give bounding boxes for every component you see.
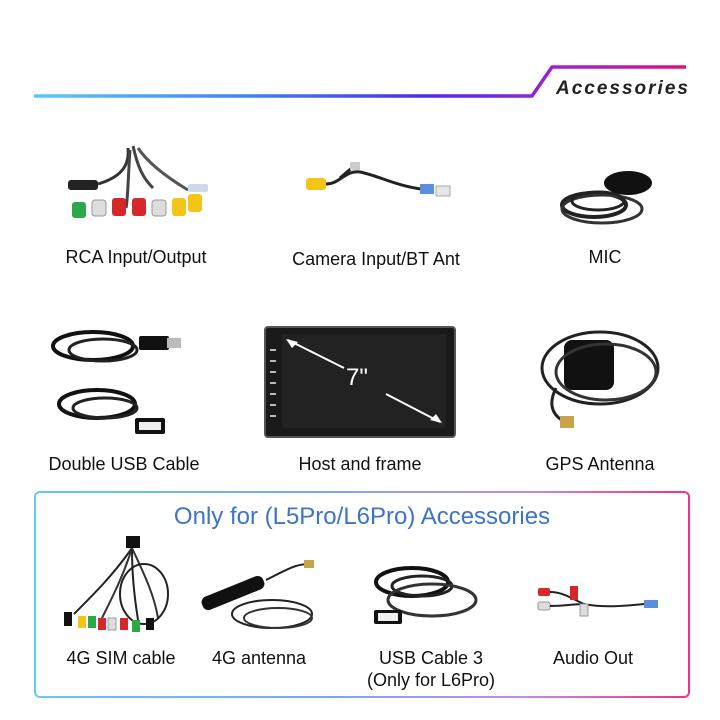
screen-size-label: 7": [346, 364, 368, 391]
host-label: Host and frame: [298, 454, 422, 474]
audio-out-label: Audio Out: [552, 648, 634, 668]
host-device-image: 7": [264, 326, 456, 438]
double-usb-label: Double USB Cable: [48, 454, 200, 474]
usb-cable-3-label: USB Cable 3: [378, 648, 484, 668]
host-side-buttons: [270, 340, 276, 420]
header-decoration: [34, 65, 686, 98]
double-usb-cable-image: [51, 330, 181, 434]
mic-image: [560, 171, 652, 225]
audio-out-cable-image: [537, 586, 658, 617]
section-title: Only for (L5Pro/L6Pro) Accessories: [173, 503, 551, 530]
camera-label: Camera Input/BT Ant: [292, 249, 460, 269]
gps-label: GPS Antenna: [545, 454, 655, 474]
l5pro-l6pro-accessories-box: [34, 491, 690, 698]
usb-cable-3-note: (Only for L6Pro): [366, 670, 496, 690]
4g-antenna-label: 4G antenna: [211, 648, 307, 668]
4g-sim-cable-image: [64, 536, 169, 632]
screen-diagonal-arrow: [286, 339, 442, 423]
rca-label: RCA Input/Output: [65, 247, 207, 267]
4g-antenna-image: [201, 560, 314, 629]
4g-sim-cable-label: 4G SIM cable: [66, 648, 176, 668]
gps-antenna-image: [540, 330, 660, 428]
camera-cable-image: [306, 162, 451, 197]
page-title: Accessories: [556, 78, 690, 99]
rca-cable-image: [68, 145, 208, 218]
mic-label: MIC: [588, 247, 622, 267]
usb-cable-3-image: [374, 566, 478, 624]
